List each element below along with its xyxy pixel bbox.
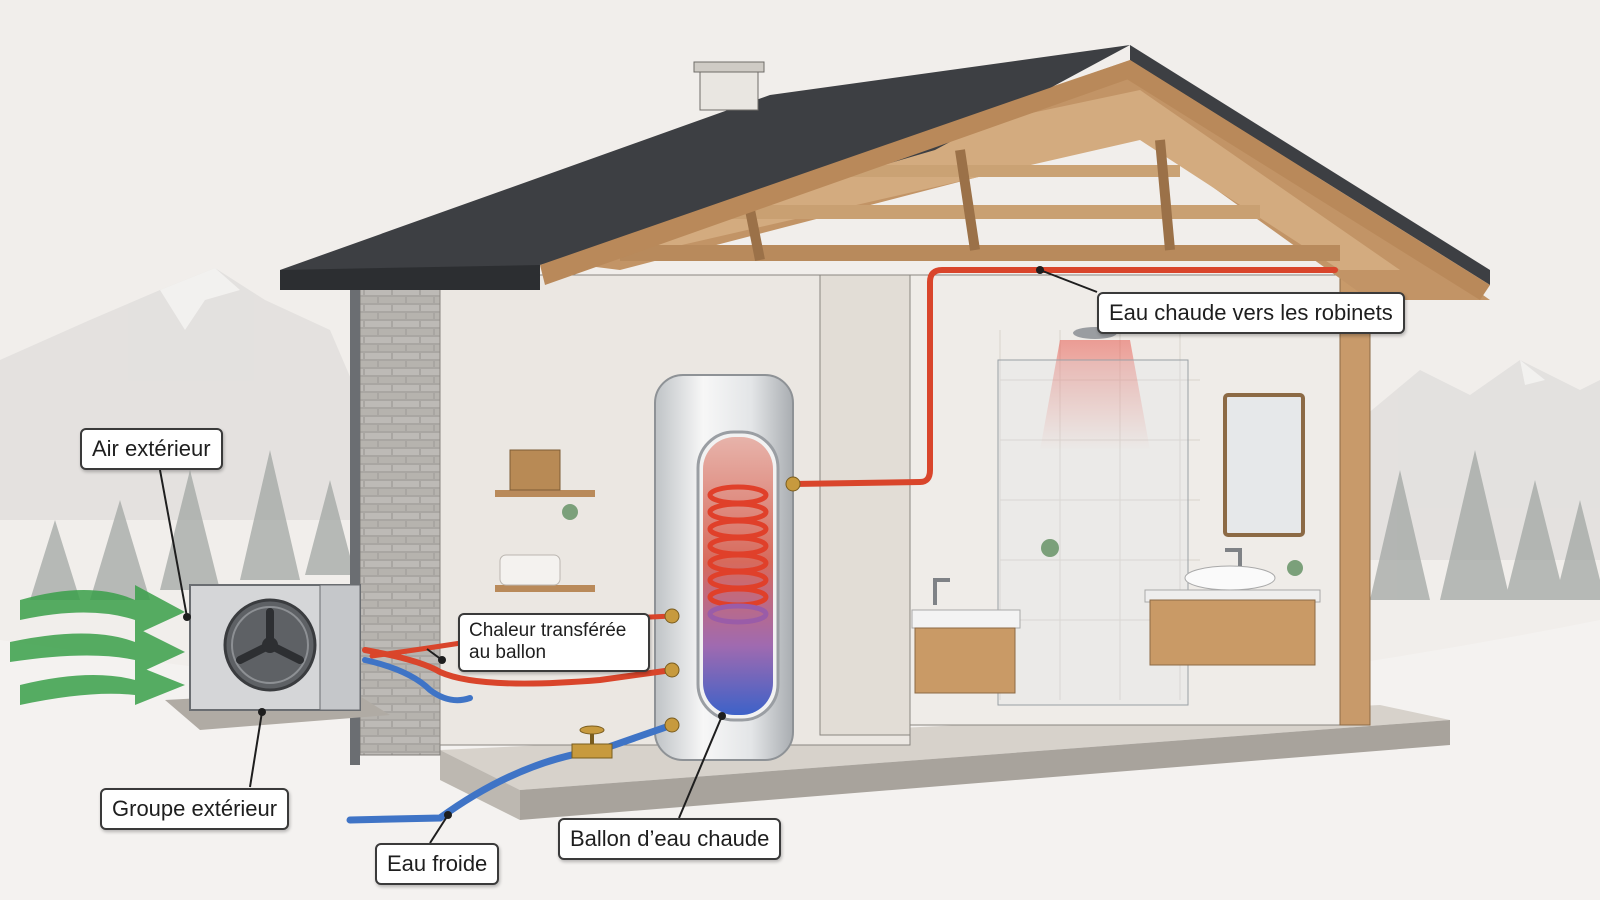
callout-chaleur-transferee: Chaleur transférée au ballon — [458, 613, 650, 672]
pine-trees-left — [30, 450, 355, 600]
valve-icon — [571, 725, 613, 759]
callout-eau-chaude-text: Eau chaude vers les robinets — [1109, 300, 1393, 325]
water-tank — [654, 374, 794, 761]
outdoor-unit — [189, 584, 361, 711]
callout-air-exterieur-text: Air extérieur — [92, 436, 211, 461]
return-pipe-blue — [362, 657, 473, 704]
interior-divider-wall — [819, 274, 911, 736]
potted-plant — [1041, 539, 1059, 557]
vanity-right — [1144, 565, 1321, 666]
heating-coil — [707, 484, 769, 625]
foundation-slab — [440, 705, 1450, 820]
callout-ballon-eau-chaude: Ballon d’eau chaude — [558, 818, 782, 860]
pine-trees-right — [1370, 450, 1600, 600]
callout-ballon-text: Ballon d’eau chaude — [570, 826, 770, 851]
callout-eau-froide: Eau froide — [375, 843, 500, 885]
callout-chaleur-line2: au ballon — [469, 642, 547, 664]
callout-groupe-exterieur: Groupe extérieur — [100, 788, 290, 830]
mirror-icon — [1223, 393, 1305, 537]
pipe-fittings — [664, 476, 801, 733]
wall-shelves — [495, 449, 595, 592]
callout-groupe-exterieur-text: Groupe extérieur — [112, 796, 278, 821]
callout-leader-dots — [183, 266, 1044, 819]
hot-water-outlet-pipe — [790, 267, 1338, 487]
callout-eau-chaude-robinets: Eau chaude vers les robinets — [1097, 292, 1405, 334]
callout-chaleur-line1: Chaleur transférée — [469, 620, 627, 641]
chimney-icon — [693, 61, 765, 111]
airflow-arrow-icon — [10, 585, 185, 705]
callout-air-exterieur: Air extérieur — [80, 428, 223, 470]
callout-eau-froide-text: Eau froide — [387, 851, 488, 876]
heat-transfer-pipe-top — [362, 647, 675, 687]
vanity-left — [911, 609, 1021, 694]
faucet-icon — [933, 548, 1242, 605]
gutter-downpipe — [350, 285, 360, 765]
heat-pump-fan-icon — [223, 598, 317, 692]
roof — [280, 45, 1490, 300]
potted-plant — [1287, 560, 1303, 576]
